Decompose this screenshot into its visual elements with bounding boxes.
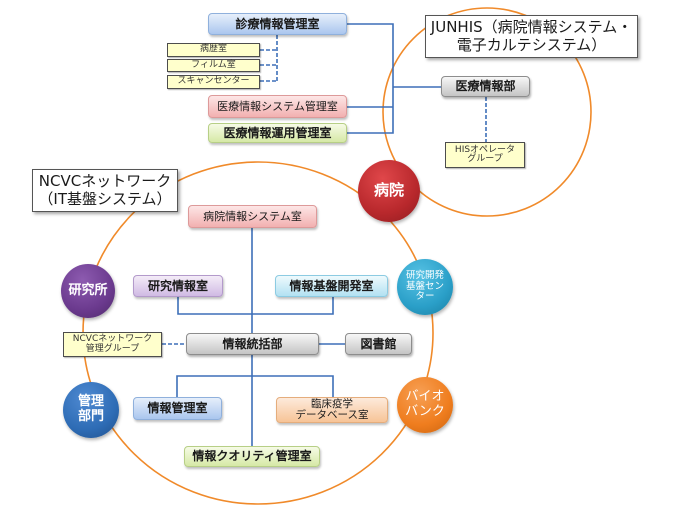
hospital-circle[interactable]: 病院 [358, 160, 420, 222]
medical-info-system-office-box[interactable]: 医療情報システム管理室 [208, 95, 347, 118]
medical-info-dept-box[interactable]: 医療情報部 [441, 76, 530, 97]
library-box[interactable]: 図書館 [345, 333, 412, 355]
connector-line [347, 23, 394, 134]
his-operator-group-box[interactable]: HISオペレータ グループ [445, 142, 525, 168]
admin-circle[interactable]: 管理 部門 [63, 382, 119, 438]
ncvc-network-mgmt-group-box[interactable]: NCVCネットワーク 管理グループ [63, 332, 162, 357]
medical-history-room-box[interactable]: 病歴室 [167, 43, 260, 57]
medical-records-office-box[interactable]: 診療情報管理室 [208, 13, 347, 35]
connector-line [176, 375, 334, 397]
info-general-dept-box[interactable]: 情報統括部 [186, 333, 319, 355]
info-infra-dev-room-box[interactable]: 情報基盤開発室 [275, 275, 388, 297]
connector-line [177, 297, 334, 315]
hospital-info-system-room-box[interactable]: 病院情報システム室 [188, 205, 317, 228]
info-quality-mgmt-room-box[interactable]: 情報クオリティ管理室 [184, 446, 320, 467]
clinical-epi-db-room-box[interactable]: 臨床疫学 データベース室 [276, 397, 388, 423]
junhis-label: JUNHIS（病院情報システム・ 電子カルテシステム） [425, 15, 638, 58]
research-center-circle[interactable]: 研究開発 基盤セン ター [397, 259, 453, 315]
medical-info-operation-office-box[interactable]: 医療情報運用管理室 [208, 123, 347, 143]
film-room-box[interactable]: フィルム室 [167, 59, 260, 72]
research-info-room-box[interactable]: 研究情報室 [133, 275, 223, 297]
junhis-boundary-circle [382, 7, 592, 217]
ncvc-network-label: NCVCネットワーク （IT基盤システム） [32, 169, 178, 212]
info-management-room-box[interactable]: 情報管理室 [133, 397, 222, 420]
scan-center-box[interactable]: スキャンセンター [167, 75, 260, 89]
biobank-circle[interactable]: バイオ バンク [397, 377, 453, 433]
research-institute-circle[interactable]: 研究所 [61, 264, 115, 318]
